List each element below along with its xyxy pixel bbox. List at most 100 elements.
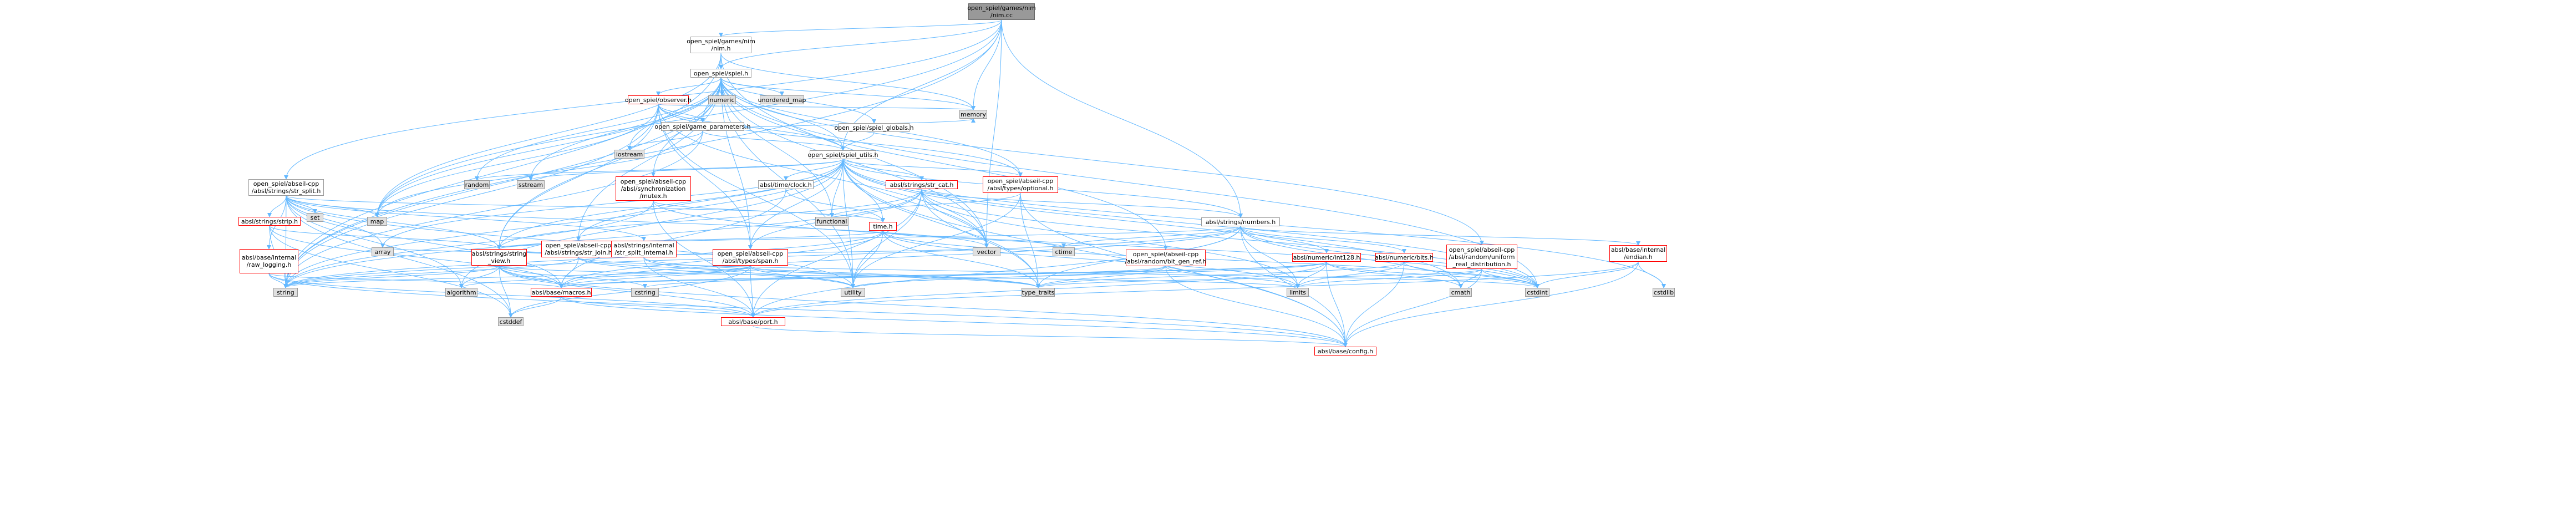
node-str-split-internal-h[interactable]: absl/strings/internal /str_split_interna… bbox=[611, 241, 677, 257]
edge-numbers-h-to-ctime bbox=[1061, 226, 1241, 248]
edge-strip-h-to-string-view-h bbox=[269, 225, 501, 250]
node-str-split-h[interactable]: open_spiel/abseil-cpp /absl/strings/str_… bbox=[248, 179, 324, 196]
node-unordered-map[interactable]: unordered_map bbox=[758, 95, 806, 104]
node-functional[interactable]: functional bbox=[815, 217, 848, 226]
edge-str-split-internal-h-to-port-h bbox=[643, 257, 755, 318]
node-span-h[interactable]: open_spiel/abseil-cpp /absl/types/span.h bbox=[713, 249, 788, 266]
node-game-parameters-h-label: open_spiel/game_parameters.h bbox=[654, 123, 751, 130]
node-cstdint[interactable]: cstdint bbox=[1525, 288, 1549, 297]
node-limits[interactable]: limits bbox=[1287, 288, 1309, 297]
node-random-label: random bbox=[465, 181, 489, 189]
node-config-h[interactable]: absl/base/config.h bbox=[1314, 347, 1376, 356]
node-str-cat-h-label: absl/strings/str_cat.h bbox=[890, 181, 954, 189]
node-bit-gen-ref-h[interactable]: open_spiel/abseil-cpp /absl/random/bit_g… bbox=[1125, 250, 1206, 266]
edge-bits-h-to-config-h bbox=[1343, 261, 1405, 347]
node-raw-logging-h-label: absl/base/internal /raw_logging.h bbox=[241, 254, 297, 268]
node-optional-h-label: open_spiel/abseil-cpp /absl/types/option… bbox=[987, 177, 1054, 192]
node-config-h-label: absl/base/config.h bbox=[1317, 347, 1374, 355]
node-str-join-h[interactable]: open_spiel/abseil-cpp /absl/strings/str_… bbox=[541, 241, 616, 257]
node-uniform-real-h[interactable]: open_spiel/abseil-cpp /absl/random/unifo… bbox=[1446, 245, 1517, 269]
node-array-label: array bbox=[374, 248, 391, 256]
edge-spiel-h-to-str-join-h bbox=[576, 77, 722, 241]
node-string[interactable]: string bbox=[273, 288, 298, 297]
edge-root-to-nim-h bbox=[719, 19, 1002, 37]
node-mutex-h[interactable]: open_spiel/abseil-cpp /absl/synchronizat… bbox=[616, 176, 691, 201]
edge-str-split-internal-h-to-type-traits bbox=[643, 257, 1040, 288]
node-clock-h-label: absl/time/clock.h bbox=[760, 181, 812, 189]
node-string-view-h-label: absl/strings/string _view.h bbox=[471, 250, 527, 265]
node-cstddef-label: cstddef bbox=[499, 318, 522, 326]
edge-string-view-h-to-port-h bbox=[499, 265, 755, 318]
edge-str-cat-h-to-string bbox=[283, 189, 922, 288]
node-root[interactable]: open_spiel/games/nim /nim.cc bbox=[967, 3, 1036, 20]
edge-spiel-utils-h-to-string-view-h bbox=[497, 159, 844, 250]
node-spiel-globals-h[interactable]: open_spiel/spiel_globals.h bbox=[834, 123, 914, 132]
node-type-traits[interactable]: type_traits bbox=[1022, 288, 1055, 297]
edge-str-split-h-to-string-view-h bbox=[286, 195, 501, 250]
node-strip-h[interactable]: absl/strings/strip.h bbox=[238, 217, 301, 226]
node-algorithm[interactable]: algorithm bbox=[445, 288, 477, 297]
node-memory[interactable]: memory bbox=[959, 110, 987, 119]
edge-observer-h-to-utility bbox=[658, 104, 855, 288]
node-cstddef[interactable]: cstddef bbox=[498, 317, 524, 326]
node-time-h[interactable]: time.h bbox=[869, 222, 897, 231]
edge-root-to-memory bbox=[971, 19, 1002, 110]
edge-spiel-h-to-random bbox=[475, 77, 722, 181]
edge-uniform-real-h-to-limits bbox=[1295, 268, 1482, 288]
edge-macros-h-to-config-h bbox=[561, 296, 1348, 347]
edge-string-view-h-to-config-h bbox=[499, 265, 1348, 347]
edge-str-cat-h-to-limits bbox=[921, 189, 1300, 288]
node-set-label: set bbox=[310, 214, 320, 221]
node-random[interactable]: random bbox=[464, 180, 490, 189]
node-int128-h-label: absl/numeric/int128.h bbox=[1293, 253, 1360, 261]
node-raw-logging-h[interactable]: absl/base/internal /raw_logging.h bbox=[240, 249, 298, 273]
node-game-parameters-h[interactable]: open_spiel/game_parameters.h bbox=[654, 122, 751, 131]
edge-span-h-to-cstddef bbox=[509, 265, 751, 318]
edge-observer-h-to-game-parameters-h bbox=[658, 104, 705, 123]
node-cstring[interactable]: cstring bbox=[631, 288, 659, 297]
edge-string-view-h-to-string bbox=[283, 265, 500, 288]
edge-observer-h-to-vector bbox=[658, 104, 989, 248]
node-macros-h[interactable]: absl/base/macros.h bbox=[531, 288, 592, 297]
edge-span-h-to-utility bbox=[750, 265, 855, 288]
node-str-cat-h[interactable]: absl/strings/str_cat.h bbox=[886, 180, 958, 189]
edge-str-split-h-to-strip-h bbox=[267, 195, 287, 217]
node-int128-h[interactable]: absl/numeric/int128.h bbox=[1292, 253, 1361, 262]
node-port-h[interactable]: absl/base/port.h bbox=[721, 317, 785, 326]
node-vector[interactable]: vector bbox=[973, 247, 1000, 256]
node-observer-h[interactable]: open_spiel/observer.h bbox=[625, 95, 692, 104]
node-iostream-label: iostream bbox=[616, 150, 643, 158]
node-clock-h[interactable]: absl/time/clock.h bbox=[758, 180, 814, 189]
edge-time-h-to-type-traits bbox=[882, 230, 1040, 288]
node-numbers-h[interactable]: absl/strings/numbers.h bbox=[1201, 217, 1280, 226]
node-string-view-h[interactable]: absl/strings/string _view.h bbox=[471, 249, 527, 266]
edge-spiel-h-to-map bbox=[375, 77, 722, 217]
node-cstdlib[interactable]: cstdlib bbox=[1653, 288, 1675, 297]
node-array[interactable]: array bbox=[372, 247, 394, 256]
node-ctime[interactable]: ctime bbox=[1053, 247, 1075, 256]
edge-spiel-utils-h-to-str-cat-h bbox=[842, 159, 924, 181]
node-nim-h[interactable]: open_spiel/games/nim /nim.h bbox=[687, 37, 755, 53]
node-spiel-h-label: open_spiel/spiel.h bbox=[693, 69, 749, 77]
node-map[interactable]: map bbox=[367, 217, 387, 226]
edge-str-cat-h-to-string-view-h bbox=[497, 189, 922, 250]
node-spiel-utils-h[interactable]: open_spiel/spiel_utils.h bbox=[808, 150, 878, 159]
node-iostream[interactable]: iostream bbox=[614, 150, 644, 159]
edge-int128-h-to-cstdint bbox=[1326, 261, 1539, 288]
edge-str-split-h-to-functional bbox=[286, 195, 834, 217]
node-utility[interactable]: utility bbox=[841, 288, 865, 297]
edge-span-h-to-port-h bbox=[750, 265, 755, 318]
node-spiel-h[interactable]: open_spiel/spiel.h bbox=[690, 69, 751, 78]
node-endian-h[interactable]: absl/base/internal /endian.h bbox=[1609, 245, 1667, 262]
edge-str-join-h-to-macros-h bbox=[559, 257, 579, 288]
node-cmath[interactable]: cmath bbox=[1450, 288, 1472, 297]
node-optional-h[interactable]: open_spiel/abseil-cpp /absl/types/option… bbox=[983, 176, 1058, 193]
node-numeric[interactable]: numeric bbox=[708, 95, 736, 104]
node-bits-h[interactable]: absl/numeric/bits.h bbox=[1375, 253, 1434, 262]
node-span-h-label: open_spiel/abseil-cpp /absl/types/span.h bbox=[717, 250, 784, 265]
edge-spiel-globals-h-to-spiel-utils-h bbox=[841, 131, 875, 151]
edge-clock-h-to-macros-h bbox=[559, 189, 786, 288]
node-set[interactable]: set bbox=[307, 213, 323, 222]
node-sstream[interactable]: sstream bbox=[517, 180, 545, 189]
